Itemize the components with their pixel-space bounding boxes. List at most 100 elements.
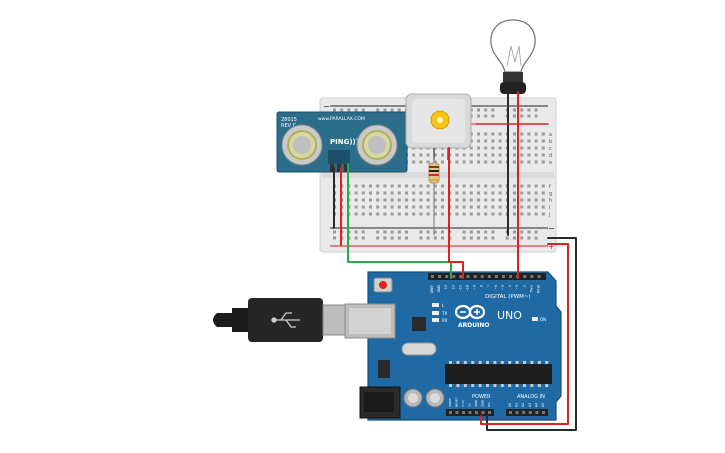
- breadboard-hole[interactable]: [527, 212, 531, 216]
- breadboard-hole[interactable]: [462, 236, 466, 240]
- resistor[interactable]: [428, 158, 440, 235]
- breadboard-hole[interactable]: [484, 212, 488, 216]
- breadboard-hole[interactable]: [469, 160, 473, 164]
- breadboard-hole[interactable]: [419, 212, 423, 216]
- breadboard-hole[interactable]: [491, 184, 495, 188]
- breadboard-hole[interactable]: [469, 198, 473, 202]
- breadboard-hole[interactable]: [412, 184, 416, 188]
- breadboard-hole[interactable]: [397, 198, 401, 202]
- breadboard-hole[interactable]: [541, 212, 545, 216]
- breadboard-hole[interactable]: [484, 230, 488, 234]
- breadboard-hole[interactable]: [433, 198, 437, 202]
- breadboard-hole[interactable]: [491, 114, 495, 118]
- digital-pin[interactable]: [509, 275, 513, 278]
- breadboard-hole[interactable]: [491, 198, 495, 202]
- breadboard-hole[interactable]: [513, 236, 516, 240]
- breadboard-hole[interactable]: [513, 191, 516, 195]
- breadboard-hole[interactable]: [354, 230, 358, 234]
- breadboard-hole[interactable]: [455, 198, 459, 202]
- breadboard-hole[interactable]: [477, 184, 480, 188]
- breadboard-hole[interactable]: [491, 230, 495, 234]
- analog-pin[interactable]: [542, 411, 545, 414]
- breadboard-hole[interactable]: [426, 212, 430, 216]
- breadboard-hole[interactable]: [426, 236, 430, 240]
- breadboard-hole[interactable]: [491, 236, 495, 240]
- breadboard-hole[interactable]: [541, 132, 545, 136]
- power-pin[interactable]: [475, 411, 478, 414]
- breadboard-hole[interactable]: [419, 153, 423, 157]
- breadboard-hole[interactable]: [477, 108, 480, 112]
- breadboard-hole[interactable]: [419, 191, 423, 195]
- breadboard-hole[interactable]: [419, 230, 423, 234]
- digital-pin[interactable]: [431, 275, 434, 278]
- power-pin[interactable]: [488, 411, 491, 414]
- breadboard-hole[interactable]: [484, 198, 488, 202]
- usb-cable[interactable]: [213, 298, 346, 342]
- breadboard-hole[interactable]: [541, 184, 545, 188]
- breadboard-hole[interactable]: [441, 184, 444, 188]
- breadboard-hole[interactable]: [333, 108, 336, 112]
- breadboard-hole[interactable]: [462, 153, 466, 157]
- breadboard-hole[interactable]: [513, 139, 516, 143]
- breadboard-hole[interactable]: [433, 184, 437, 188]
- breadboard-hole[interactable]: [513, 212, 516, 216]
- breadboard-hole[interactable]: [441, 153, 444, 157]
- breadboard-hole[interactable]: [513, 153, 516, 157]
- breadboard-hole[interactable]: [469, 153, 473, 157]
- breadboard-hole[interactable]: [333, 236, 336, 240]
- breadboard-hole[interactable]: [354, 191, 358, 195]
- breadboard-hole[interactable]: [498, 191, 502, 195]
- breadboard-hole[interactable]: [520, 230, 524, 234]
- breadboard-hole[interactable]: [390, 230, 394, 234]
- breadboard-hole[interactable]: [541, 191, 545, 195]
- breadboard-hole[interactable]: [361, 236, 365, 240]
- breadboard-hole[interactable]: [534, 205, 538, 209]
- breadboard-hole[interactable]: [513, 198, 516, 202]
- breadboard-hole[interactable]: [462, 205, 466, 209]
- light-bulb[interactable]: [490, 19, 536, 94]
- breadboard-hole[interactable]: [477, 153, 480, 157]
- breadboard-hole[interactable]: [469, 191, 473, 195]
- breadboard-hole[interactable]: [491, 191, 495, 195]
- breadboard-hole[interactable]: [412, 212, 416, 216]
- breadboard-hole[interactable]: [354, 198, 358, 202]
- breadboard-hole[interactable]: [520, 114, 524, 118]
- breadboard-hole[interactable]: [498, 198, 502, 202]
- breadboard-hole[interactable]: [534, 146, 538, 150]
- breadboard-hole[interactable]: [462, 160, 466, 164]
- breadboard-hole[interactable]: [491, 146, 495, 150]
- breadboard-hole[interactable]: [534, 132, 538, 136]
- digital-pin[interactable]: [502, 275, 505, 278]
- breadboard-hole[interactable]: [433, 230, 437, 234]
- breadboard-hole[interactable]: [405, 230, 408, 234]
- analog-header[interactable]: [506, 409, 548, 416]
- breadboard-hole[interactable]: [477, 198, 480, 202]
- breadboard-hole[interactable]: [484, 139, 488, 143]
- wire-gnd-arduino[interactable]: [486, 237, 577, 431]
- breadboard-hole[interactable]: [520, 198, 524, 202]
- breadboard-hole[interactable]: [441, 191, 444, 195]
- breadboard-hole[interactable]: [426, 153, 430, 157]
- power-pin[interactable]: [455, 411, 459, 414]
- wire-motor-pin9[interactable]: [448, 147, 464, 279]
- breadboard-hole[interactable]: [541, 198, 545, 202]
- breadboard-hole[interactable]: [441, 212, 444, 216]
- breadboard-hole[interactable]: [369, 184, 372, 188]
- breadboard-hole[interactable]: [405, 205, 408, 209]
- breadboard-hole[interactable]: [376, 205, 380, 209]
- breadboard-hole[interactable]: [477, 160, 480, 164]
- breadboard-hole[interactable]: [469, 205, 473, 209]
- breadboard-hole[interactable]: [491, 160, 495, 164]
- breadboard-hole[interactable]: [405, 184, 408, 188]
- breadboard-hole[interactable]: [361, 198, 365, 202]
- breadboard-hole[interactable]: [527, 139, 531, 143]
- breadboard-hole[interactable]: [376, 108, 380, 112]
- breadboard-hole[interactable]: [383, 236, 387, 240]
- breadboard-hole[interactable]: [520, 205, 524, 209]
- breadboard-hole[interactable]: [412, 198, 416, 202]
- breadboard-hole[interactable]: [390, 108, 394, 112]
- breadboard-hole[interactable]: [361, 184, 365, 188]
- breadboard-hole[interactable]: [520, 212, 524, 216]
- analog-pin[interactable]: [509, 411, 512, 414]
